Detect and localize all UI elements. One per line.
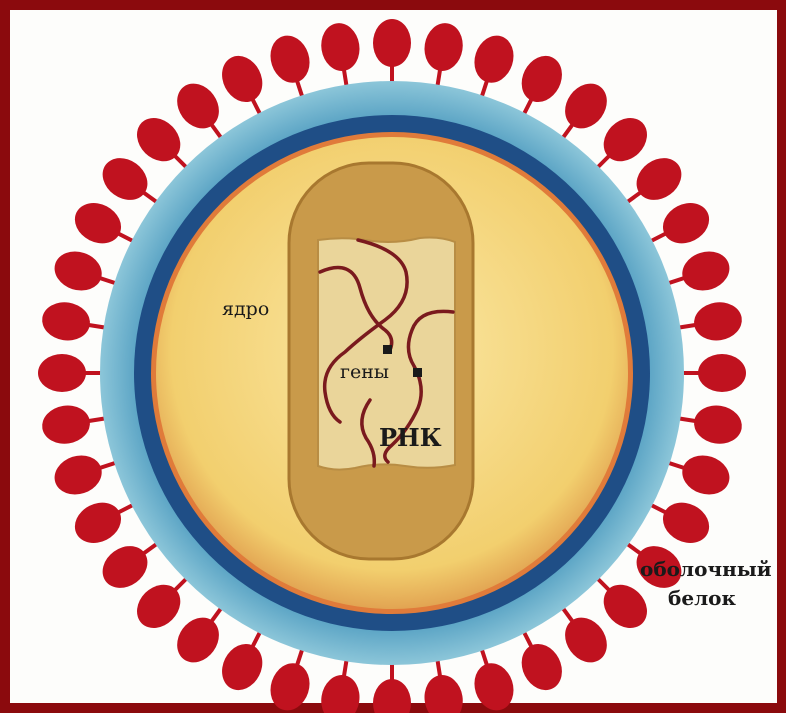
coat-protein-blob: [169, 75, 228, 136]
coat-protein-blob: [656, 495, 716, 551]
coat-protein-blob: [677, 449, 734, 500]
gene-marker-2: [413, 368, 422, 377]
coat-protein-blob: [677, 246, 734, 297]
coat-protein-blob: [68, 495, 128, 551]
coat-protein-blob: [698, 354, 746, 392]
coat-protein-blob: [169, 609, 228, 670]
coat-protein-blob: [214, 637, 270, 697]
label-coat-protein-line1: оболочный: [640, 557, 772, 581]
coat-protein-blob: [318, 672, 363, 713]
coat-protein-blob: [421, 672, 466, 713]
coat-protein-blob: [628, 150, 689, 209]
coat-protein-blob: [514, 637, 570, 697]
label-nucleus: ядро: [222, 298, 269, 320]
coat-protein-blob: [265, 30, 316, 87]
coat-protein-blob: [318, 20, 363, 73]
gene-marker-1: [383, 345, 392, 354]
coat-protein-blob: [68, 195, 128, 251]
coat-protein-blob: [49, 246, 106, 297]
label-rna: РНК: [379, 423, 442, 452]
coat-protein-blob: [691, 299, 744, 344]
coat-protein-blob: [94, 150, 155, 209]
coat-protein-blob: [556, 609, 615, 670]
coat-protein-blob: [421, 20, 466, 73]
coat-protein-blob: [691, 402, 744, 447]
coat-protein-blob: [94, 537, 155, 596]
coat-protein-blob: [656, 195, 716, 251]
label-coat-protein-line2: белок: [668, 586, 737, 610]
coat-protein-blob: [214, 49, 270, 109]
coat-protein-blob: [373, 19, 411, 67]
coat-protein-blob: [468, 30, 519, 87]
coat-protein-blob: [514, 49, 570, 109]
coat-protein-blob: [49, 449, 106, 500]
coat-protein-blob: [373, 679, 411, 713]
coat-protein-blob: [39, 402, 92, 447]
label-genes: гены: [340, 361, 389, 383]
coat-protein-blob: [556, 75, 615, 136]
coat-protein-blob: [468, 658, 519, 713]
coat-protein-blob: [39, 299, 92, 344]
coat-protein-blob: [265, 658, 316, 713]
coat-protein-blob: [38, 354, 86, 392]
